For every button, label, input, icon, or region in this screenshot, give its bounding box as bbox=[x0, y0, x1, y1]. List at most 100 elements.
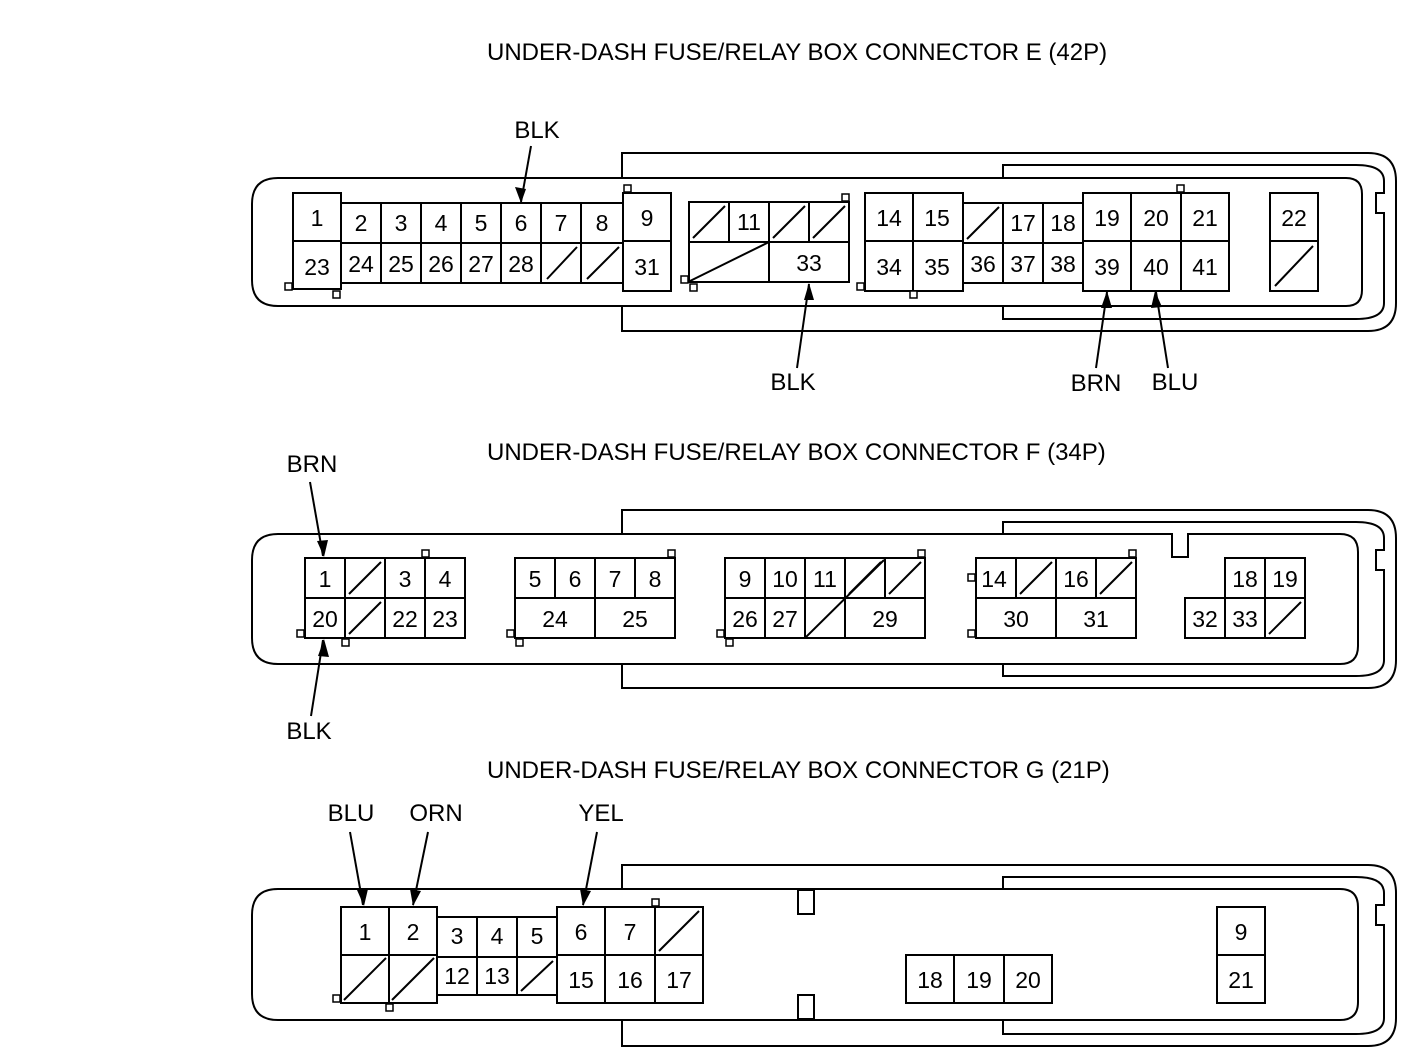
pin-g-3: 3 bbox=[451, 923, 464, 949]
pin-e-36: 36 bbox=[970, 251, 996, 277]
connector-g: UNDER-DASH FUSE/RELAY BOX CONNECTOR G (2… bbox=[251, 757, 1397, 1047]
pin-e-3: 3 bbox=[395, 210, 408, 236]
pin-f-5: 5 bbox=[529, 566, 542, 592]
pin-g-4: 4 bbox=[491, 923, 504, 949]
pin-f-25: 25 bbox=[622, 606, 648, 632]
pin-g-12: 12 bbox=[444, 963, 470, 989]
pin-f-18: 18 bbox=[1232, 566, 1258, 592]
pin-g-9: 9 bbox=[1235, 919, 1248, 945]
connector-g-housing bbox=[251, 864, 1397, 1047]
pin-e-17: 17 bbox=[1010, 210, 1036, 236]
wire-label-e-39: BRN bbox=[1071, 370, 1122, 397]
pin-e-28: 28 bbox=[508, 251, 534, 277]
connector-f-block-2: 5 6 7 8 24 25 bbox=[506, 549, 676, 647]
pin-f-27: 27 bbox=[772, 606, 798, 632]
pin-e-1: 1 bbox=[311, 205, 324, 231]
pin-g-1: 1 bbox=[359, 919, 372, 945]
connector-f-title: UNDER-DASH FUSE/RELAY BOX CONNECTOR F (3… bbox=[487, 439, 1106, 466]
connector-f: UNDER-DASH FUSE/RELAY BOX CONNECTOR F (3… bbox=[251, 439, 1397, 745]
pin-f-14: 14 bbox=[981, 566, 1007, 592]
pin-e-31: 31 bbox=[634, 254, 660, 280]
wire-label-f-1: BRN bbox=[287, 451, 338, 478]
pin-f-20: 20 bbox=[312, 606, 338, 632]
connector-e-title: UNDER-DASH FUSE/RELAY BOX CONNECTOR E (4… bbox=[487, 39, 1107, 66]
pin-f-3: 3 bbox=[399, 566, 412, 592]
connector-e-block-3: 14 15 17 18 19 20 21 34 35 36 37 38 39 4… bbox=[856, 184, 1230, 299]
pin-e-40: 40 bbox=[1143, 254, 1169, 280]
pin-f-26: 26 bbox=[732, 606, 758, 632]
pin-e-35: 35 bbox=[924, 254, 950, 280]
connector-e-block-2: 11 33 bbox=[680, 193, 850, 292]
pin-g-15: 15 bbox=[568, 967, 594, 993]
pin-f-22: 22 bbox=[392, 606, 418, 632]
pin-e-19: 19 bbox=[1094, 205, 1120, 231]
pin-g-2: 2 bbox=[407, 919, 420, 945]
pin-f-9: 9 bbox=[739, 566, 752, 592]
pin-e-20: 20 bbox=[1143, 205, 1169, 231]
wire-label-g-2: ORN bbox=[409, 800, 462, 827]
pin-f-31: 31 bbox=[1083, 606, 1109, 632]
pin-g-6: 6 bbox=[575, 919, 588, 945]
connector-f-wire-labels: BRN BLK bbox=[286, 451, 337, 745]
pin-f-23: 23 bbox=[432, 606, 458, 632]
connector-g-block-2: 18 19 20 bbox=[905, 954, 1053, 1004]
pin-e-8: 8 bbox=[596, 210, 609, 236]
wire-label-g-1: BLU bbox=[328, 800, 375, 827]
connector-e-wire-labels: BLK BLK BRN BLU bbox=[514, 117, 1198, 397]
connector-e: UNDER-DASH FUSE/RELAY BOX CONNECTOR E (4… bbox=[251, 39, 1397, 397]
pin-e-41: 41 bbox=[1192, 254, 1218, 280]
pin-e-22: 22 bbox=[1281, 205, 1307, 231]
pin-f-32: 32 bbox=[1192, 606, 1218, 632]
pin-f-7: 7 bbox=[609, 566, 622, 592]
pin-e-9: 9 bbox=[641, 205, 654, 231]
pin-f-4: 4 bbox=[439, 566, 452, 592]
connector-e-block-1: 1 2 3 4 5 6 7 8 9 23 24 25 26 27 28 31 bbox=[284, 184, 672, 299]
wire-label-e-33: BLK bbox=[770, 369, 815, 396]
pin-e-21: 21 bbox=[1192, 205, 1218, 231]
pin-f-29: 29 bbox=[872, 606, 898, 632]
pin-g-21: 21 bbox=[1228, 967, 1254, 993]
connector-f-block-5: 18 19 32 33 bbox=[1184, 557, 1306, 639]
pin-g-16: 16 bbox=[617, 967, 643, 993]
pin-g-17: 17 bbox=[666, 967, 692, 993]
pin-e-5: 5 bbox=[475, 210, 488, 236]
pin-e-23: 23 bbox=[304, 254, 330, 280]
pin-f-11: 11 bbox=[813, 566, 837, 592]
pin-g-13: 13 bbox=[484, 963, 510, 989]
pin-e-6: 6 bbox=[515, 210, 528, 236]
pin-e-14: 14 bbox=[876, 205, 902, 231]
pin-g-19: 19 bbox=[966, 967, 992, 993]
pin-e-18: 18 bbox=[1050, 210, 1076, 236]
pin-e-11: 11 bbox=[737, 209, 761, 235]
pin-f-24: 24 bbox=[542, 606, 568, 632]
wire-label-e-40: BLU bbox=[1152, 369, 1199, 396]
wire-label-g-6: YEL bbox=[578, 800, 623, 827]
connector-f-block-4: 14 16 30 31 bbox=[967, 549, 1137, 639]
connector-g-block-1: 1 2 3 4 5 6 7 12 13 15 16 17 bbox=[332, 898, 704, 1012]
connector-g-title: UNDER-DASH FUSE/RELAY BOX CONNECTOR G (2… bbox=[487, 757, 1110, 784]
pin-e-34: 34 bbox=[876, 254, 902, 280]
pin-f-19: 19 bbox=[1272, 566, 1298, 592]
pin-e-33: 33 bbox=[796, 250, 822, 276]
connector-e-block-4: 22 bbox=[1269, 192, 1319, 292]
pin-g-5: 5 bbox=[531, 923, 544, 949]
pin-e-39: 39 bbox=[1094, 254, 1120, 280]
connector-f-block-1: 1 3 4 20 22 23 bbox=[296, 549, 466, 647]
pin-e-26: 26 bbox=[428, 251, 454, 277]
pin-f-16: 16 bbox=[1063, 566, 1089, 592]
pin-g-18: 18 bbox=[917, 967, 943, 993]
wire-label-e-6: BLK bbox=[514, 117, 559, 144]
pin-e-38: 38 bbox=[1050, 251, 1076, 277]
pin-e-25: 25 bbox=[388, 251, 414, 277]
connector-f-housing bbox=[251, 509, 1397, 689]
pin-e-24: 24 bbox=[348, 251, 374, 277]
pin-f-1: 1 bbox=[319, 566, 332, 592]
connector-g-block-3: 9 21 bbox=[1216, 906, 1266, 1004]
pin-g-20: 20 bbox=[1015, 967, 1041, 993]
pin-f-10: 10 bbox=[772, 566, 798, 592]
connector-e-housing bbox=[251, 152, 1397, 332]
pin-f-33: 33 bbox=[1232, 606, 1258, 632]
pin-e-7: 7 bbox=[555, 210, 568, 236]
